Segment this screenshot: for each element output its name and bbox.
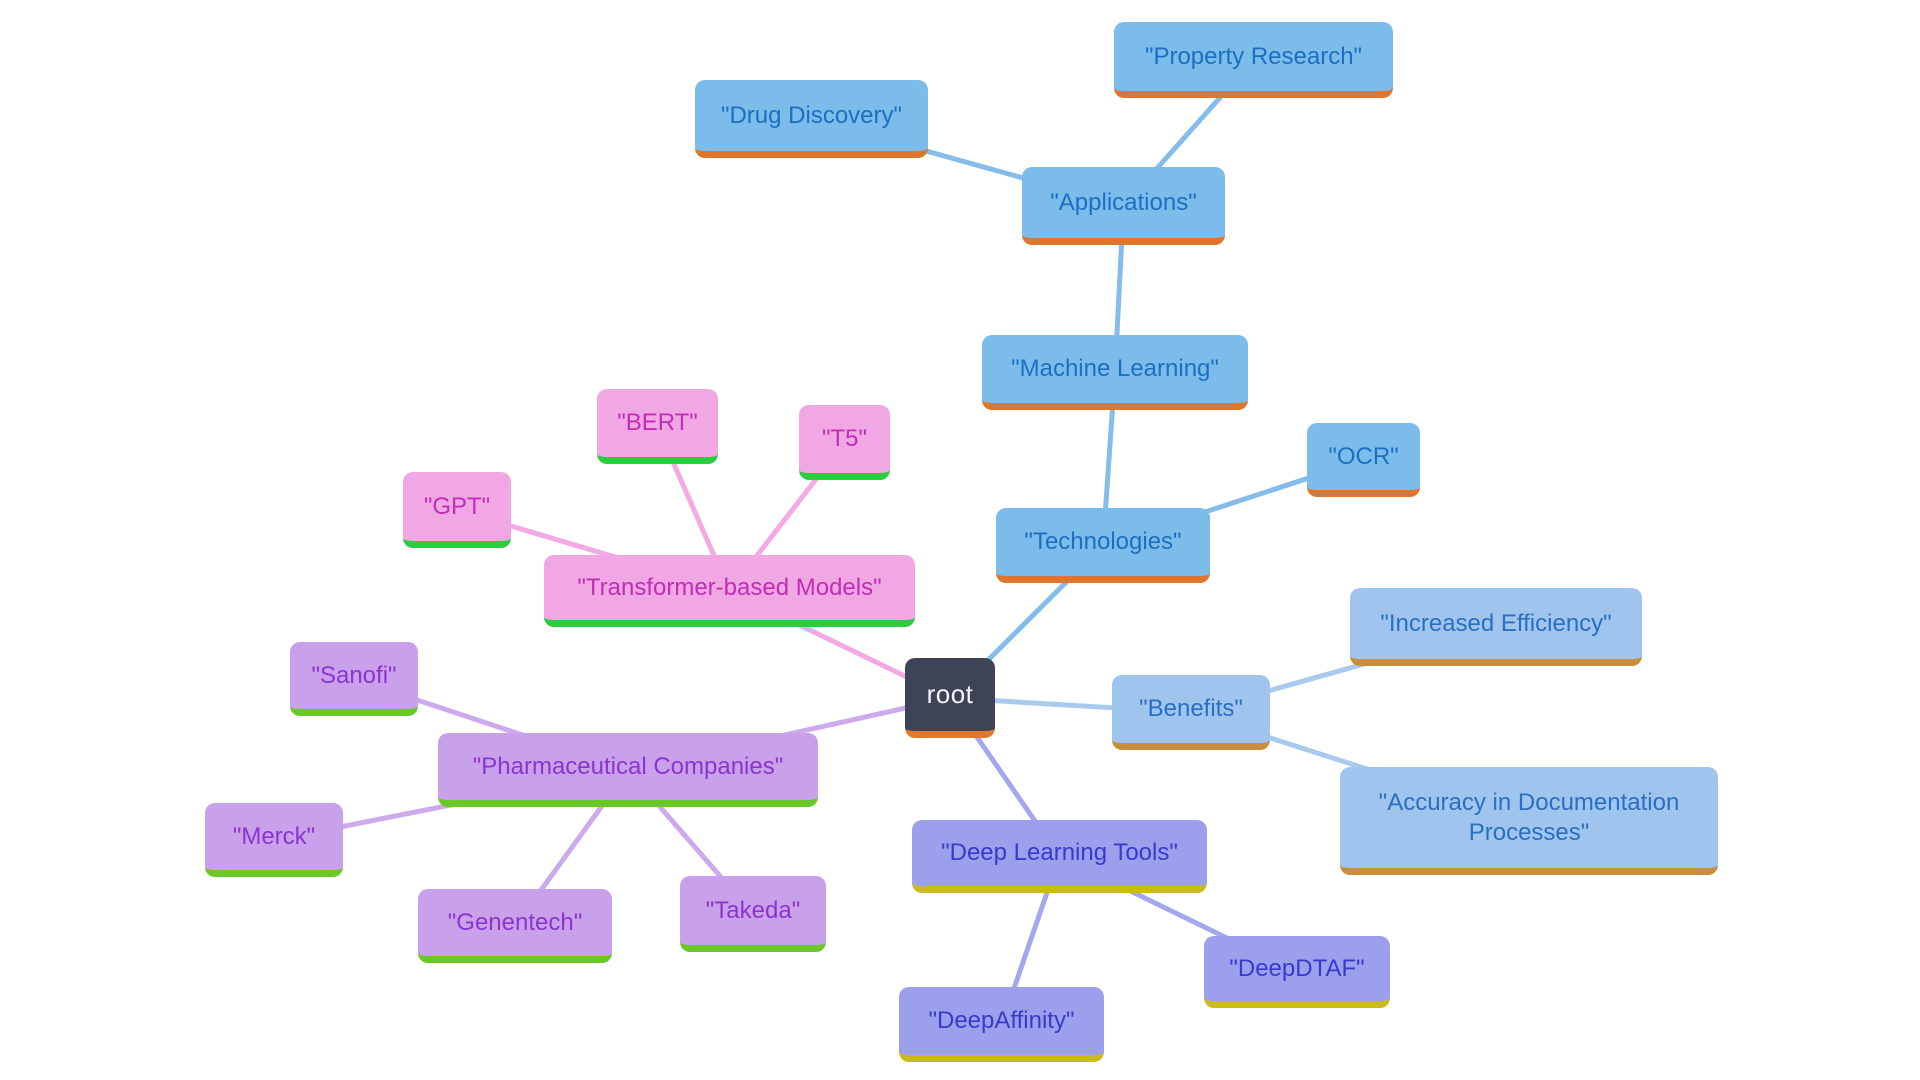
node-label: "Increased Efficiency" <box>1380 609 1612 637</box>
node-label: "Pharmaceutical Companies" <box>472 752 784 780</box>
node-label: "Applications" <box>1050 188 1197 216</box>
node-applications[interactable]: "Applications" <box>1022 167 1225 245</box>
node-label: "OCR" <box>1328 442 1399 470</box>
node-deepaffinity[interactable]: "DeepAffinity" <box>899 987 1104 1062</box>
node-technologies[interactable]: "Technologies" <box>996 508 1210 583</box>
node-label: "Merck" <box>232 822 316 850</box>
node-label: "Transformer-based Models" <box>577 573 882 601</box>
node-label: "Sanofi" <box>311 661 397 689</box>
node-bert[interactable]: "BERT" <box>597 389 718 464</box>
node-deepdtaf[interactable]: "DeepDTAF" <box>1204 936 1390 1008</box>
node-accuracy-documentation[interactable]: "Accuracy in Documentation Processes" <box>1340 767 1718 875</box>
node-label: "Property Research" <box>1144 42 1363 70</box>
node-label: "GPT" <box>423 492 491 520</box>
node-machine-learning[interactable]: "Machine Learning" <box>982 335 1248 410</box>
node-label: "Technologies" <box>1024 528 1182 556</box>
node-deep-learning-tools[interactable]: "Deep Learning Tools" <box>912 820 1207 893</box>
node-drug-discovery[interactable]: "Drug Discovery" <box>695 80 928 158</box>
node-label: "Genentech" <box>447 908 583 936</box>
node-ocr[interactable]: "OCR" <box>1307 423 1420 497</box>
node-takeda[interactable]: "Takeda" <box>680 876 826 952</box>
node-root[interactable]: root <box>905 658 995 738</box>
node-benefits[interactable]: "Benefits" <box>1112 675 1270 750</box>
node-label: "T5" <box>821 425 868 453</box>
node-sanofi[interactable]: "Sanofi" <box>290 642 418 716</box>
node-merck[interactable]: "Merck" <box>205 803 343 877</box>
node-label: root <box>926 678 974 709</box>
node-pharma-companies[interactable]: "Pharmaceutical Companies" <box>438 733 818 807</box>
node-label: "DeepAffinity" <box>928 1007 1075 1035</box>
node-t5[interactable]: "T5" <box>799 405 890 480</box>
node-increased-efficiency[interactable]: "Increased Efficiency" <box>1350 588 1642 666</box>
node-label: "DeepDTAF" <box>1229 954 1365 982</box>
node-label: "Drug Discovery" <box>720 101 903 129</box>
node-label: "Deep Learning Tools" <box>941 839 1178 867</box>
node-label: "Machine Learning" <box>1011 355 1219 383</box>
node-label: "Benefits" <box>1139 695 1243 723</box>
node-gpt[interactable]: "GPT" <box>403 472 511 548</box>
node-label: "BERT" <box>617 409 698 437</box>
node-label: "Accuracy in Documentation Processes" <box>1378 789 1680 846</box>
node-property-research[interactable]: "Property Research" <box>1114 22 1393 98</box>
node-label: "Takeda" <box>705 896 801 924</box>
node-genentech[interactable]: "Genentech" <box>418 889 612 963</box>
node-transformer-models[interactable]: "Transformer-based Models" <box>544 555 915 627</box>
